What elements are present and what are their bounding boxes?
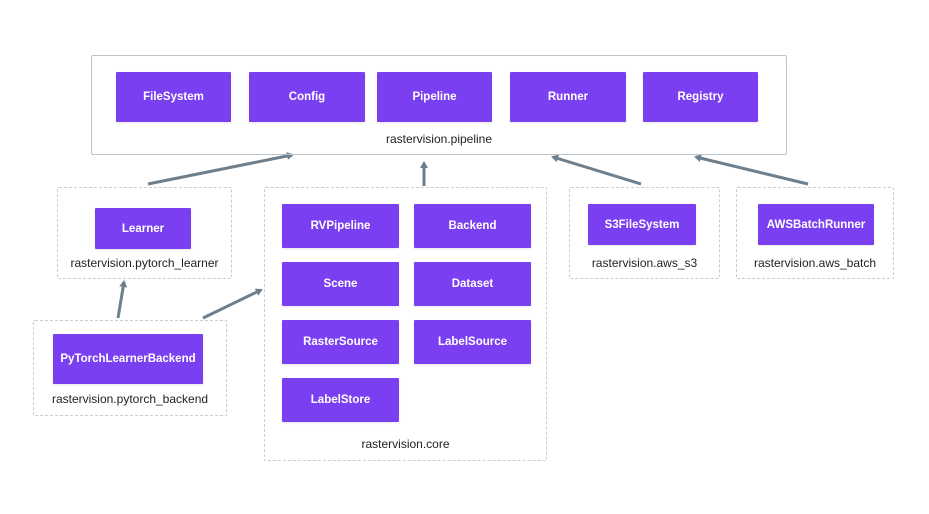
package-label-pytorch-learner: rastervision.pytorch_learner — [70, 256, 219, 270]
module-registry: Registry — [643, 72, 758, 122]
arrow-pytorch-backend-to-pytorch-learner — [116, 280, 128, 319]
package-pytorch-learner: Learner rastervision.pytorch_learner — [57, 187, 232, 279]
package-core: RVPipeline Backend Scene Dataset RasterS… — [264, 187, 547, 461]
package-label-core: rastervision.core — [361, 437, 450, 451]
arrow-aws-batch-to-pipeline — [694, 154, 809, 186]
module-rvpipeline: RVPipeline — [282, 204, 399, 248]
arrow-aws-s3-to-pipeline — [551, 154, 642, 186]
package-pipeline: FileSystem Config Pipeline Runner Regist… — [91, 55, 787, 155]
package-label-pytorch-backend: rastervision.pytorch_backend — [51, 392, 209, 406]
module-config: Config — [249, 72, 365, 122]
module-pipeline: Pipeline — [377, 72, 492, 122]
arrow-pytorch-learner-to-pipeline — [147, 152, 294, 186]
package-pytorch-backend: PyTorchLearnerBackend rastervision.pytor… — [33, 320, 227, 416]
package-label-aws-batch: rastervision.aws_batch — [753, 256, 877, 270]
module-pytorch-learner-backend: PyTorchLearnerBackend — [53, 334, 203, 384]
package-aws-batch: AWSBatchRunner rastervision.aws_batch — [736, 187, 894, 279]
module-dataset: Dataset — [414, 262, 531, 306]
arrow-pytorch-backend-to-core — [202, 288, 263, 320]
module-scene: Scene — [282, 262, 399, 306]
module-labelsource: LabelSource — [414, 320, 531, 364]
module-rastersource: RasterSource — [282, 320, 399, 364]
module-awsbatchrunner: AWSBatchRunner — [758, 204, 874, 245]
package-label-aws-s3: rastervision.aws_s3 — [591, 256, 698, 270]
module-filesystem: FileSystem — [116, 72, 231, 122]
module-backend: Backend — [414, 204, 531, 248]
module-labelstore: LabelStore — [282, 378, 399, 422]
package-label-pipeline: rastervision.pipeline — [385, 132, 493, 146]
package-aws-s3: S3FileSystem rastervision.aws_s3 — [569, 187, 720, 279]
module-runner: Runner — [510, 72, 626, 122]
module-learner: Learner — [95, 208, 191, 249]
module-s3filesystem: S3FileSystem — [588, 204, 696, 245]
